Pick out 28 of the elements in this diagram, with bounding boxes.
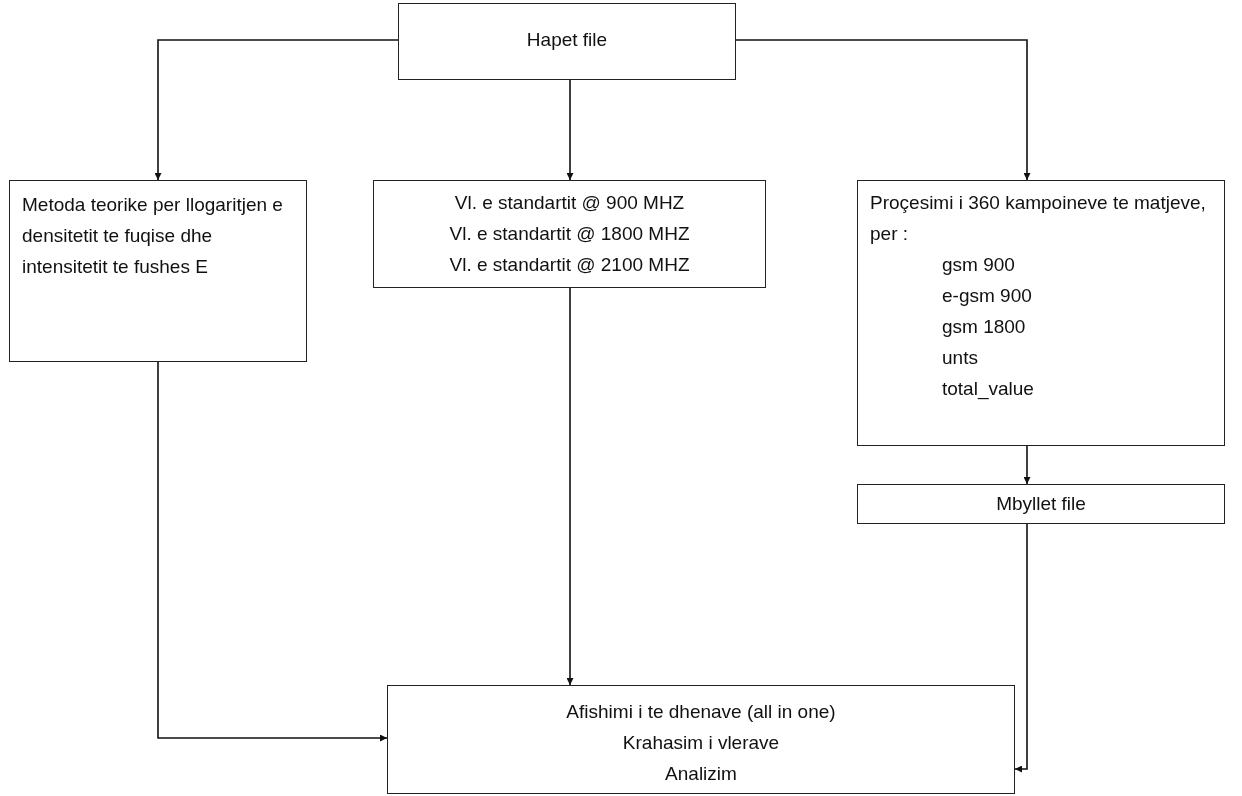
arrow — [735, 39, 1031, 181]
box-text: Metoda teorike per llogaritjen e densitetit te fuqise dhe intensitetit te fushes E — [22, 193, 284, 279]
process-box — [373, 180, 766, 288]
box-text: total_value — [941, 377, 1035, 402]
box-text: Vl. e standartit @ 2100 MHZ — [448, 253, 691, 277]
box-text: gsm 1800 — [941, 315, 1027, 339]
box-text: Vl. e standartit @ 900 MHZ — [453, 191, 686, 215]
box-text: Analizim — [664, 762, 738, 786]
process-box — [387, 685, 1015, 794]
box-text: Vl. e standartit @ 1800 MHZ — [448, 222, 691, 246]
box-text: Proçesimi i 360 kampoineve te matjeve, per : — [870, 191, 1207, 246]
box-text: unts — [941, 346, 979, 370]
arrow — [1023, 445, 1031, 485]
arrow — [566, 79, 574, 181]
box-text: Krahasim i vlerave — [621, 731, 781, 755]
box-text: e-gsm 900 — [941, 284, 1033, 308]
arrow — [154, 39, 399, 181]
box-text: Hapet file — [525, 28, 609, 52]
arrow — [566, 287, 574, 686]
arrow — [1014, 523, 1028, 773]
process-box — [857, 180, 1225, 446]
process-box — [857, 484, 1225, 524]
process-box — [398, 3, 736, 80]
box-text: Afishimi i te dhenave (all in one) — [565, 700, 837, 724]
process-box — [9, 180, 307, 362]
arrow — [157, 361, 388, 742]
box-text: Mbyllet file — [995, 492, 1087, 516]
box-text: gsm 900 — [941, 253, 1016, 277]
